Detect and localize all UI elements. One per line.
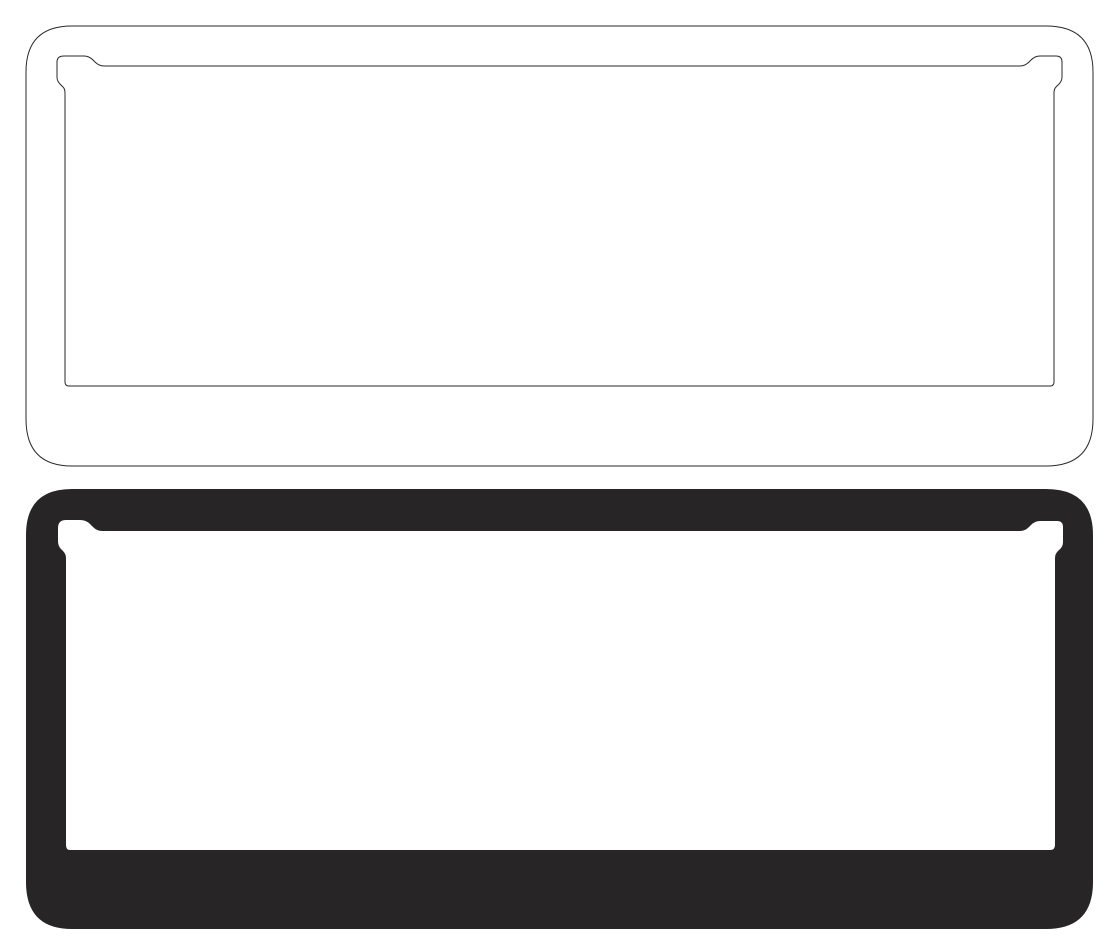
license-plate-frame-outline [25,25,1094,467]
outline-frame-body [25,25,1094,467]
license-plate-frame-solid [26,489,1093,929]
solid-frame-body [26,489,1093,929]
